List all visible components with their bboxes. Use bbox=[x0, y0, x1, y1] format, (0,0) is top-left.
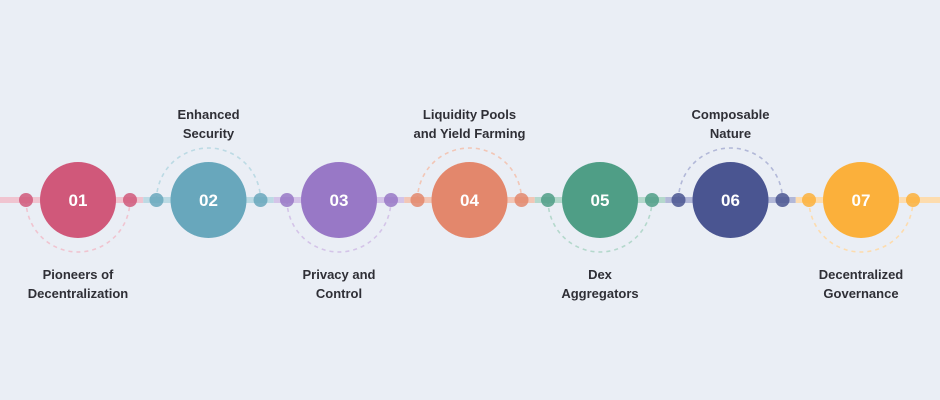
step-label-line: Nature bbox=[709, 126, 752, 141]
connector-dot bbox=[802, 193, 816, 207]
step-label-line: Governance bbox=[823, 286, 899, 301]
step-label-line: Control bbox=[315, 286, 363, 301]
dashed-arc bbox=[677, 147, 784, 201]
step-label-line: Pioneers of bbox=[42, 267, 114, 282]
step-label-line: Dex bbox=[588, 267, 612, 282]
connector-dot bbox=[19, 193, 33, 207]
dashed-arc bbox=[416, 147, 523, 201]
step-circle bbox=[692, 162, 769, 238]
step-circle bbox=[170, 162, 247, 238]
dashed-arc bbox=[155, 147, 262, 201]
step-circle bbox=[562, 162, 638, 238]
step-number: 02 bbox=[199, 191, 218, 210]
connector-dot bbox=[123, 193, 137, 207]
step-circle bbox=[301, 162, 377, 238]
step-number: 04 bbox=[460, 191, 479, 210]
step-label: Pioneers of Decentralization bbox=[3, 265, 153, 303]
step-label-line: Aggregators bbox=[561, 286, 639, 301]
step-circle bbox=[823, 162, 899, 238]
step-label-line: and Yield Farming bbox=[413, 126, 526, 141]
step-label-line: Security bbox=[182, 126, 235, 141]
connector-dot bbox=[775, 193, 790, 207]
connector-dot bbox=[906, 193, 920, 207]
step-circle bbox=[40, 162, 116, 238]
connector-dot bbox=[410, 193, 425, 207]
dashed-arc bbox=[808, 199, 914, 253]
connector-dot bbox=[671, 193, 686, 207]
connector-dot bbox=[514, 193, 529, 207]
step-label: Liquidity Pools and Yield Farming bbox=[395, 105, 545, 143]
connector-dot bbox=[384, 193, 398, 207]
dashed-arc bbox=[25, 199, 131, 253]
step-label-line: Composable bbox=[691, 107, 770, 122]
connector-dot bbox=[149, 193, 164, 207]
connector-dot bbox=[280, 193, 294, 207]
step-label-line: Decentralized bbox=[818, 267, 904, 282]
step-label-line: Enhanced bbox=[177, 107, 240, 122]
step-number: 01 bbox=[69, 191, 88, 210]
dashed-arc bbox=[286, 199, 392, 253]
step-number: 05 bbox=[591, 191, 610, 210]
step-number: 07 bbox=[852, 191, 871, 210]
step-label-line: Privacy and bbox=[302, 267, 376, 282]
dashed-arc bbox=[547, 199, 653, 253]
step-label-line: Decentralization bbox=[27, 286, 129, 301]
step-number: 03 bbox=[330, 191, 349, 210]
step-number: 06 bbox=[721, 191, 740, 210]
step-label-line: Liquidity Pools bbox=[422, 107, 517, 122]
connector-dot bbox=[541, 193, 555, 207]
step-circle bbox=[431, 162, 508, 238]
connector-dot bbox=[645, 193, 659, 207]
connector-dot bbox=[253, 193, 268, 207]
